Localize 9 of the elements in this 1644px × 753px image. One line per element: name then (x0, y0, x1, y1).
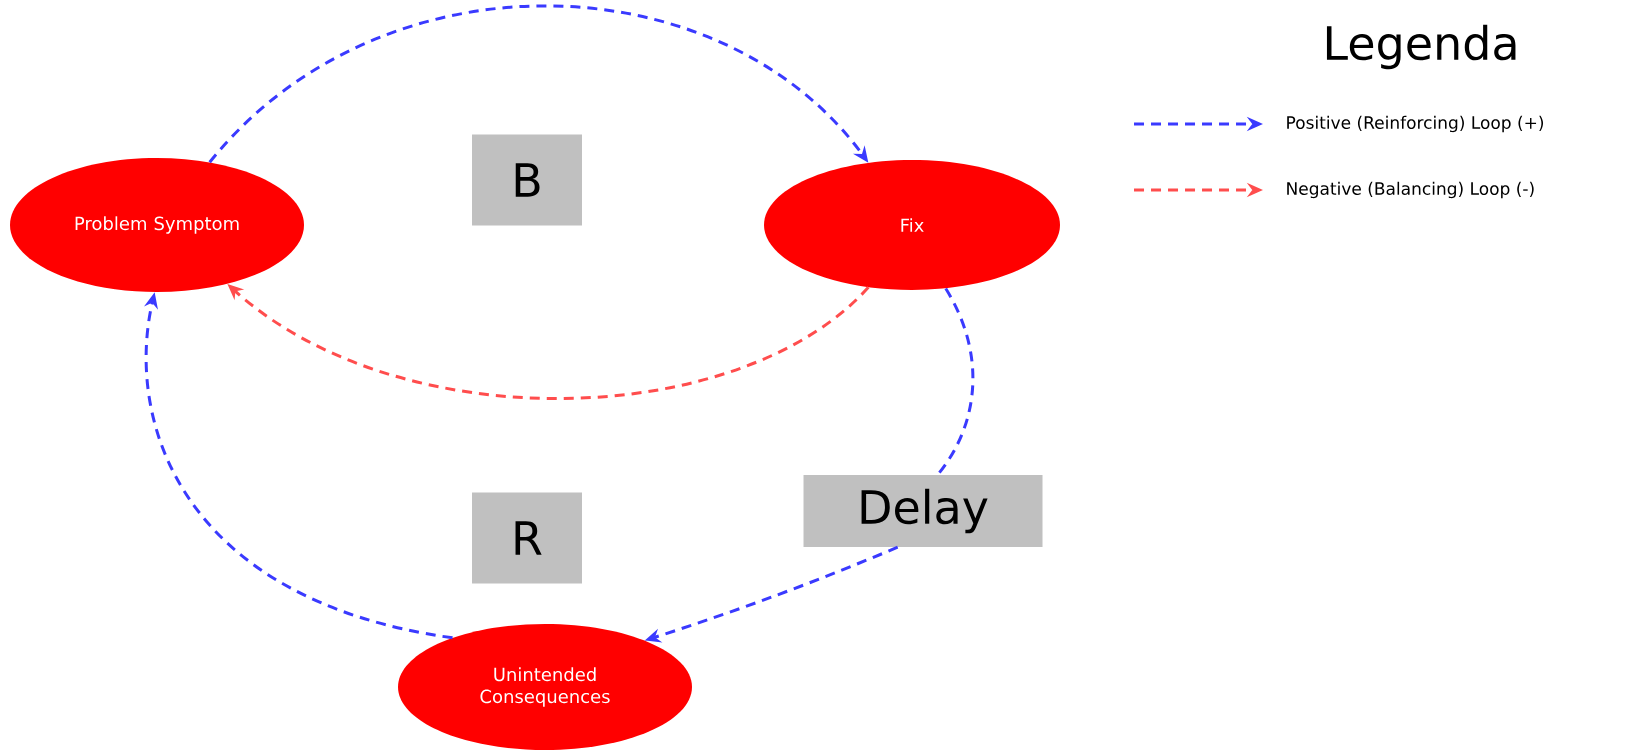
legend-text: Positive (Reinforcing) Loop (+) (1287, 115, 1544, 133)
legend-text: Negative (Balancing) Loop (-) (1287, 181, 1534, 199)
legend-title: Legenda (1326, 24, 1516, 70)
ellipse-node: Unintended Consequences (398, 624, 692, 750)
label-box: R (472, 492, 582, 584)
ellipse-node: Problem Symptom (10, 158, 304, 292)
label-box: Delay (803, 475, 1043, 547)
ellipse-node: Fix (764, 160, 1060, 290)
label-box: B (472, 134, 582, 226)
